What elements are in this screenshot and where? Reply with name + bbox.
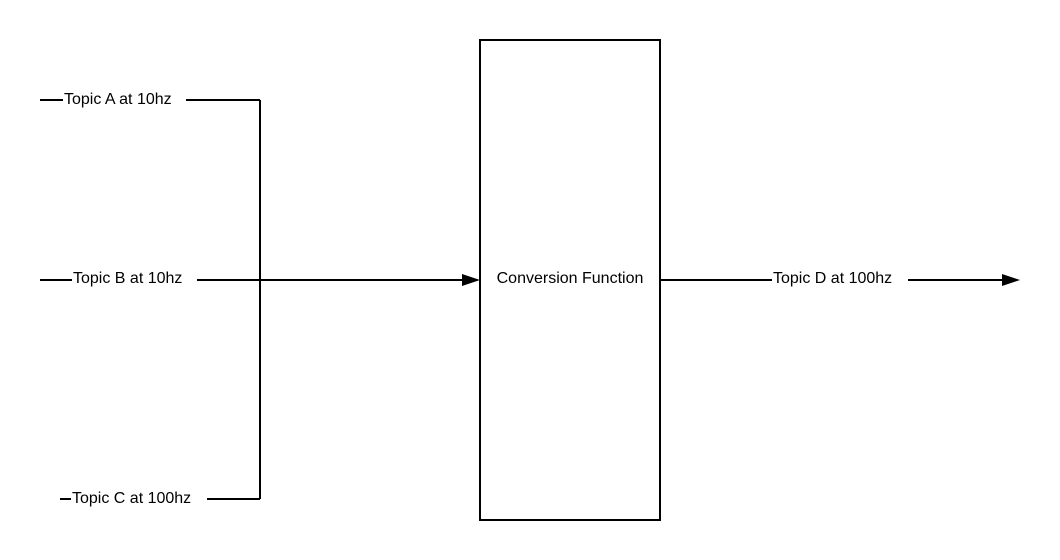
topic-c-label: Topic C at 100hz (72, 490, 191, 507)
conversion-function-box (479, 39, 661, 521)
topic-d-label: Topic D at 100hz (773, 270, 892, 287)
topic-a-connector (40, 99, 261, 280)
input-arrowhead (462, 274, 480, 286)
output-arrowhead (1002, 274, 1020, 286)
topic-a-label: Topic A at 10hz (64, 91, 172, 108)
conversion-function-label: Conversion Function (497, 270, 644, 287)
topic-b-label: Topic B at 10hz (73, 270, 182, 287)
topic-c-connector (60, 280, 261, 500)
